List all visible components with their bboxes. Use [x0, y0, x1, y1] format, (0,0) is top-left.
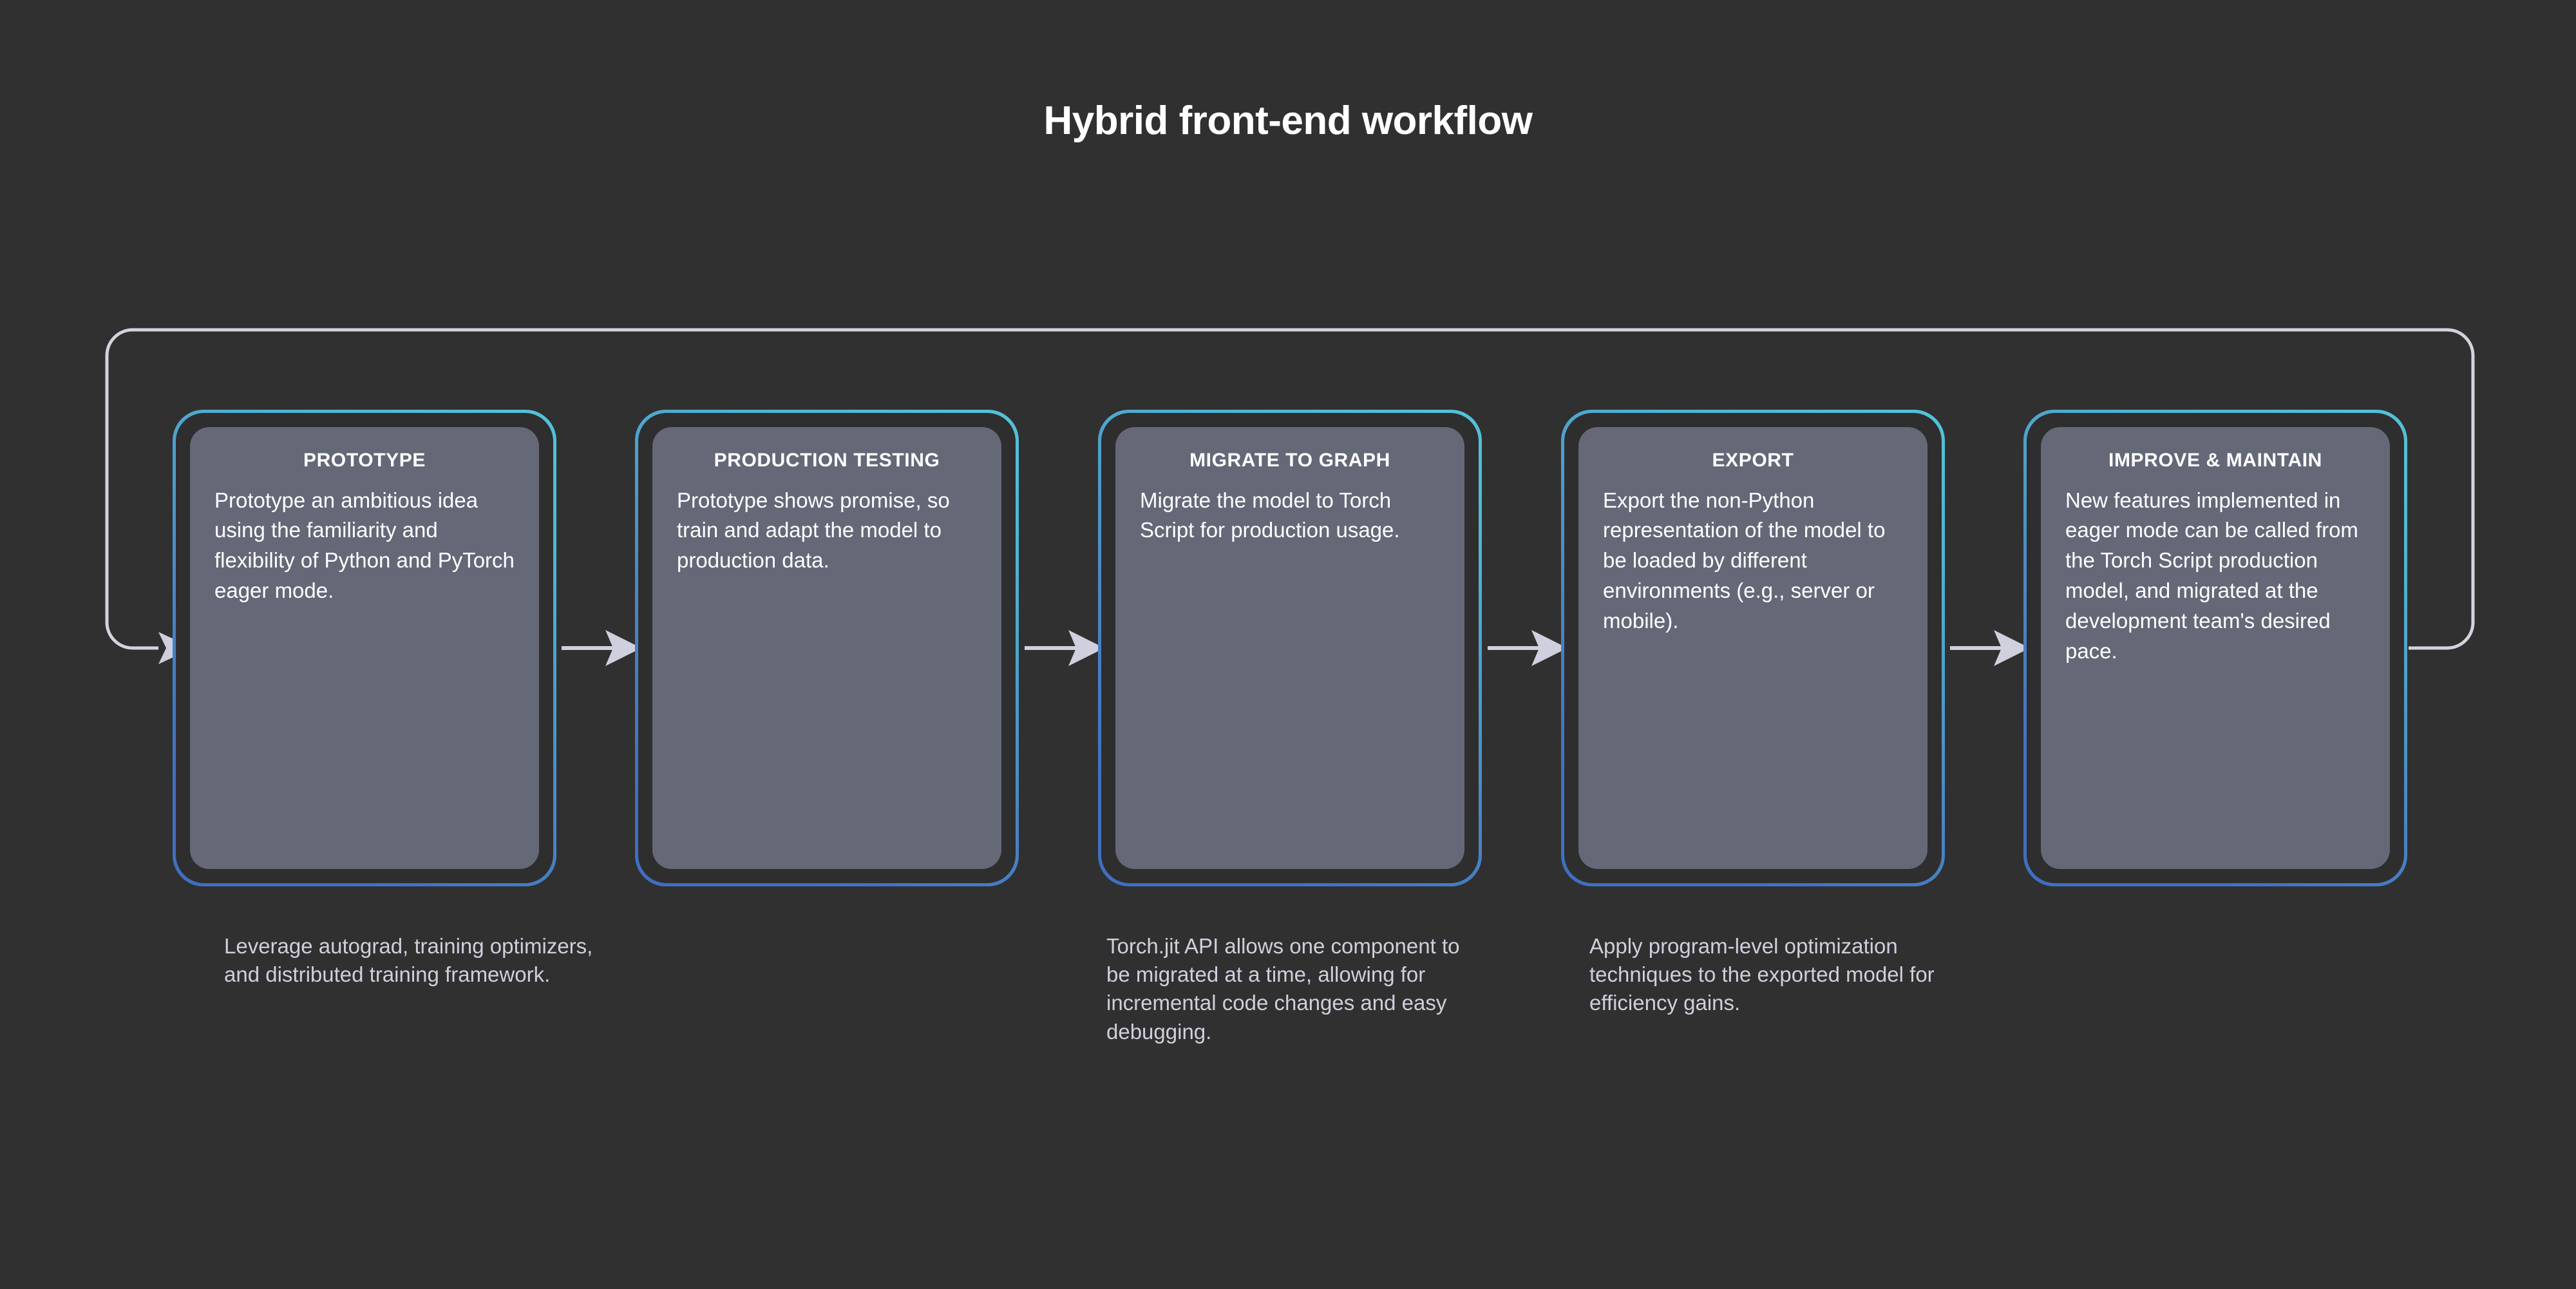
- step-caption-migrate-to-graph: Torch.jit API allows one component to be…: [1106, 934, 1460, 1044]
- card-body: Migrate the model to Torch Script for pr…: [1140, 488, 1400, 542]
- card-body: Prototype shows promise, so train and ad…: [677, 488, 950, 573]
- card-content: MIGRATE TO GRAPH Migrate the model to To…: [1115, 427, 1464, 869]
- card-title: IMPROVE & MAINTAIN: [2108, 450, 2322, 471]
- card-title: MIGRATE TO GRAPH: [1189, 450, 1390, 471]
- card-body: New features implemented in eager mode c…: [2065, 488, 2358, 663]
- workflow-step-card-migrate-to-graph[interactable]: MIGRATE TO GRAPH Migrate the model to To…: [1098, 410, 1482, 886]
- card-border-gap: PROTOTYPE Prototype an ambitious idea us…: [176, 413, 553, 883]
- workflow-step-card-prototype[interactable]: PROTOTYPE Prototype an ambitious idea us…: [173, 410, 556, 886]
- card-border-gap: EXPORT Export the non-Python representat…: [1564, 413, 1942, 883]
- page-title: Hybrid front-end workflow: [1043, 99, 1533, 143]
- card-border-gap: MIGRATE TO GRAPH Migrate the model to To…: [1101, 413, 1479, 883]
- card-content: EXPORT Export the non-Python representat…: [1578, 427, 1927, 869]
- card-title: PROTOTYPE: [303, 450, 426, 471]
- card-body: Export the non-Python representation of …: [1603, 488, 1886, 633]
- workflow-step-card-export[interactable]: EXPORT Export the non-Python representat…: [1561, 410, 1945, 886]
- card-border-gap: IMPROVE & MAINTAIN New features implemen…: [2027, 413, 2404, 883]
- card-content: IMPROVE & MAINTAIN New features implemen…: [2041, 427, 2390, 869]
- workflow-steps-row: PROTOTYPE Prototype an ambitious idea us…: [173, 410, 2407, 886]
- workflow-step-card-improve-and-maintain[interactable]: IMPROVE & MAINTAIN New features implemen…: [2023, 410, 2407, 886]
- workflow-step-card-production-testing[interactable]: PRODUCTION TESTING Prototype shows promi…: [635, 410, 1019, 886]
- card-content: PROTOTYPE Prototype an ambitious idea us…: [190, 427, 539, 869]
- card-content: PRODUCTION TESTING Prototype shows promi…: [652, 427, 1001, 869]
- card-title: EXPORT: [1712, 450, 1794, 471]
- card-body: Prototype an ambitious idea using the fa…: [214, 488, 515, 603]
- step-caption-export: Apply program-level optimization techniq…: [1589, 934, 1935, 1015]
- step-caption-prototype: Leverage autograd, training optimizers, …: [224, 934, 593, 987]
- card-title: PRODUCTION TESTING: [714, 450, 940, 471]
- card-border-gap: PRODUCTION TESTING Prototype shows promi…: [638, 413, 1016, 883]
